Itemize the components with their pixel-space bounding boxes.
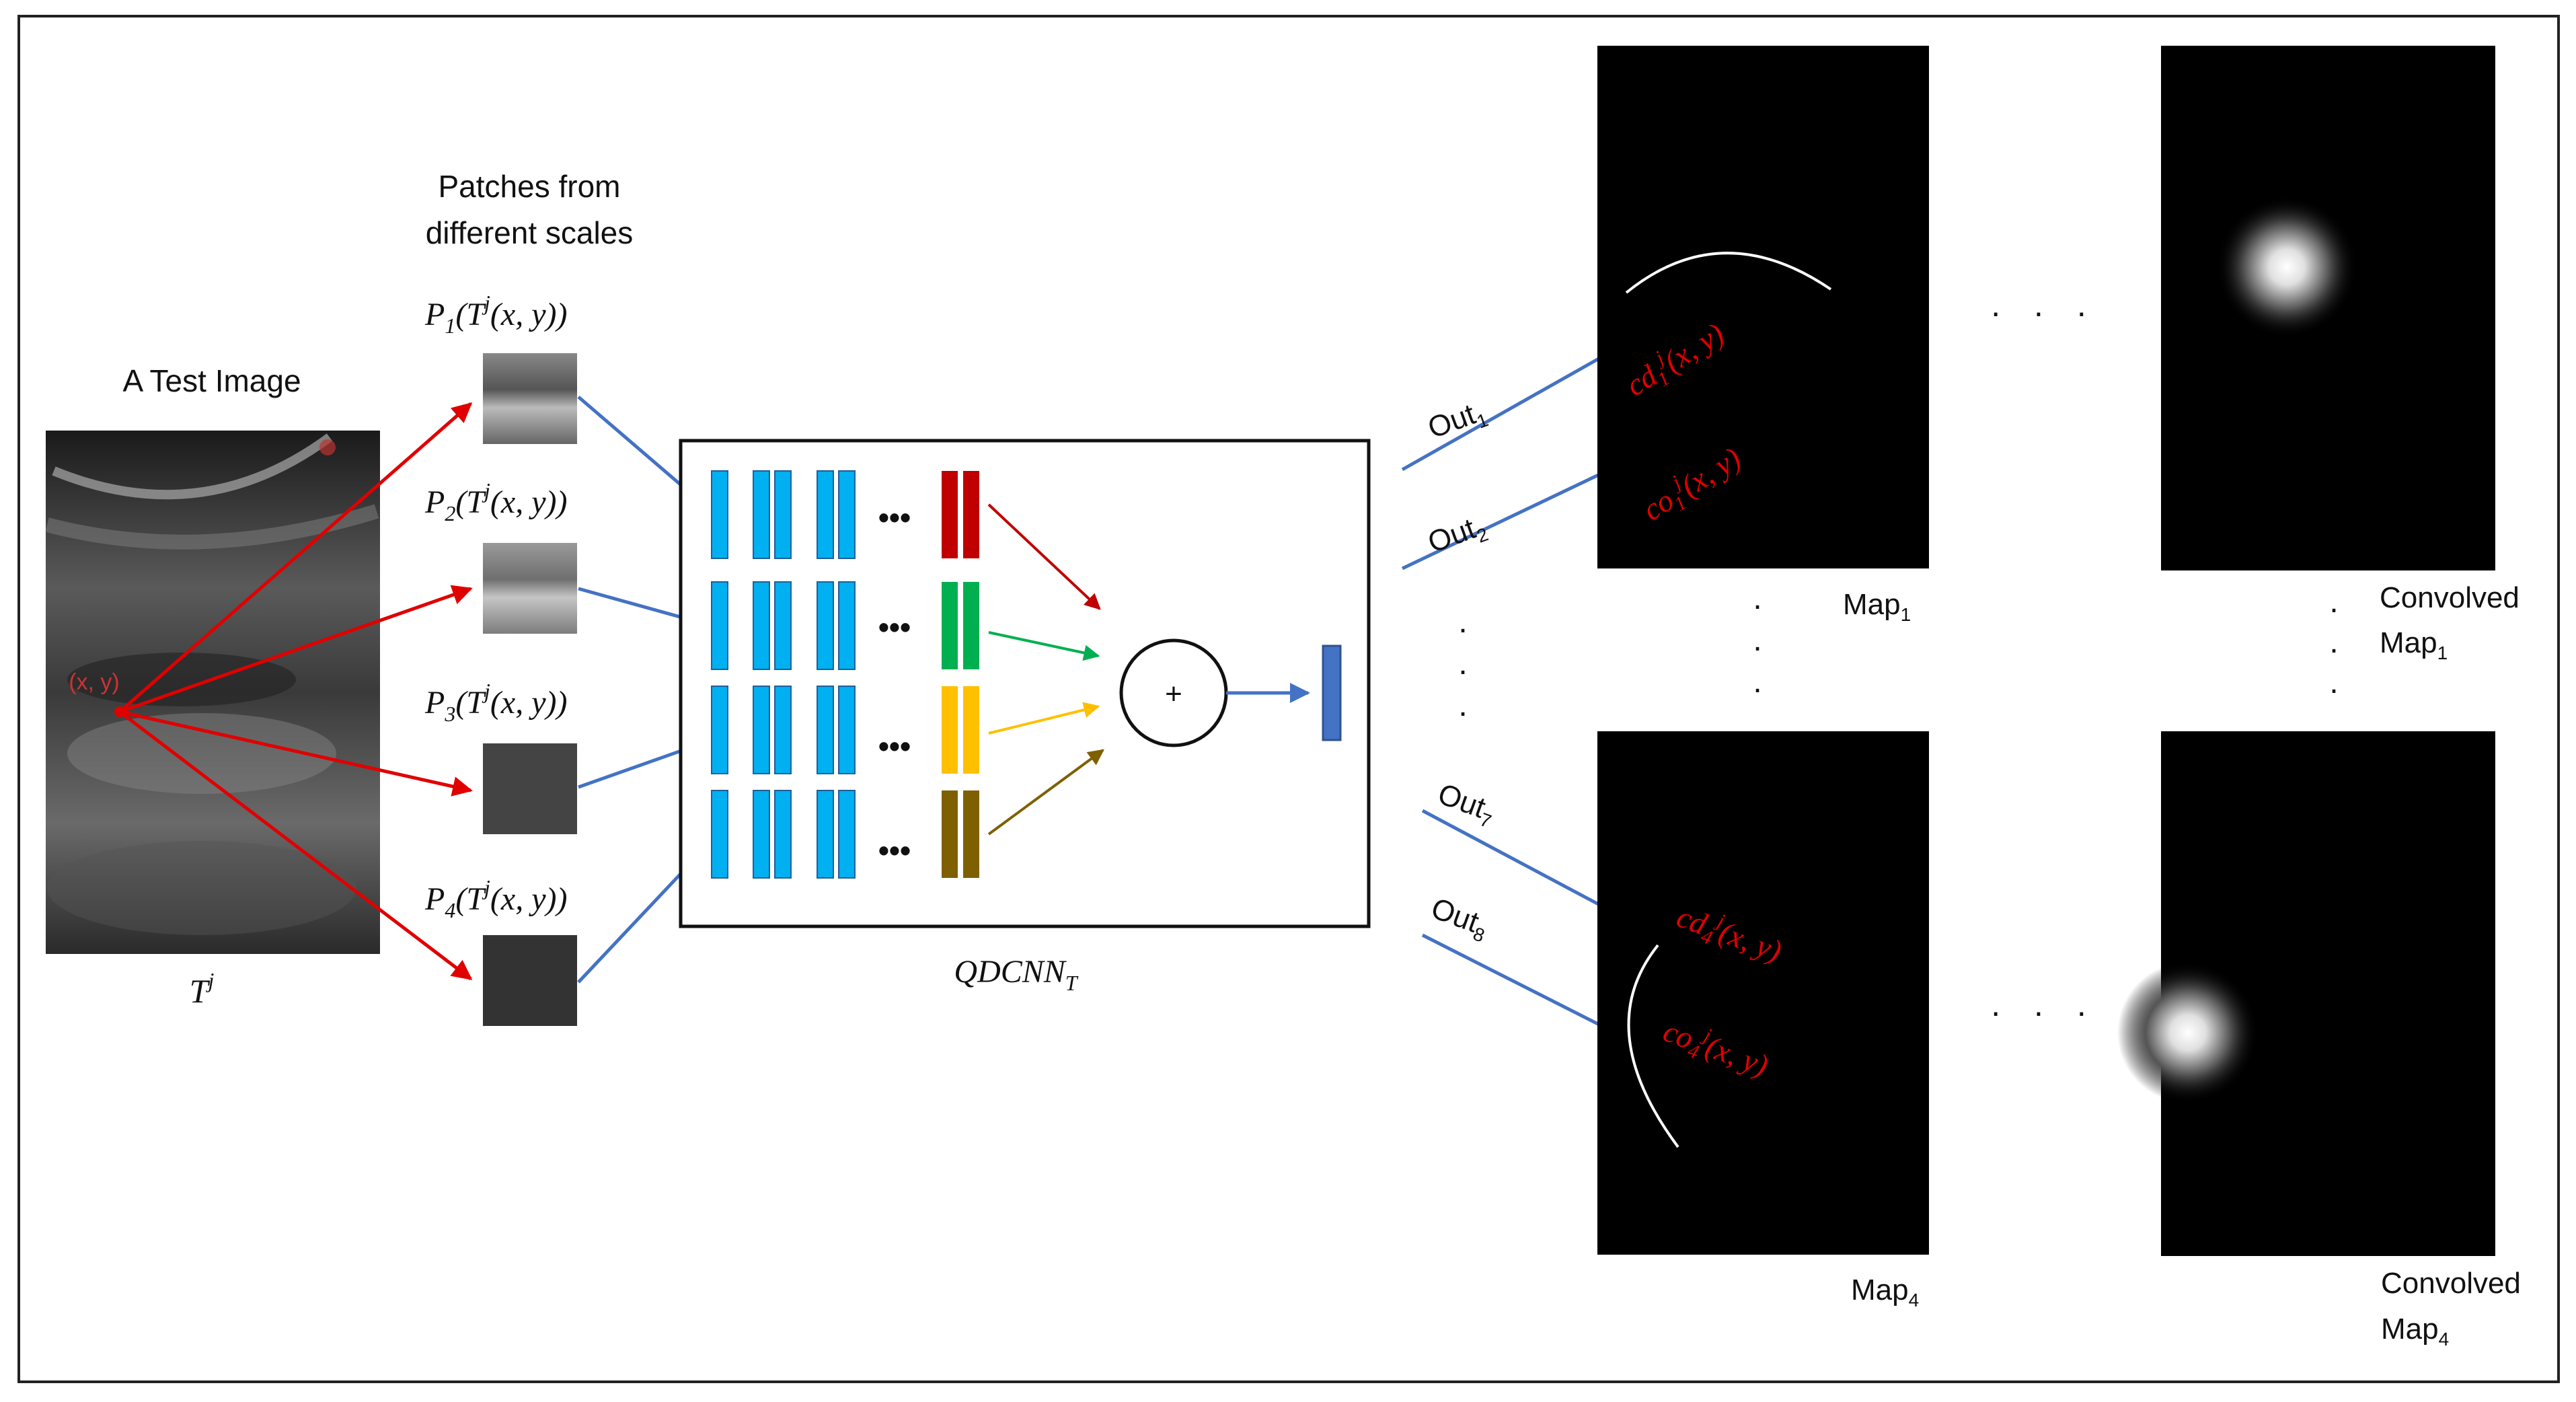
- vdots-conv-top: ...: [2329, 584, 2338, 700]
- layer-bar-row2-1: [711, 581, 728, 670]
- ellipsis-row1: •••: [878, 500, 911, 535]
- output-layer: [1322, 644, 1342, 741]
- network-layers: [711, 470, 979, 879]
- final-layer-bar-row3-2: [963, 686, 979, 774]
- final-layer-bar-row1-1: [942, 471, 958, 558]
- final-layer-bar-row1-2: [963, 471, 979, 558]
- convolved-map-4-blob: [2117, 962, 2259, 1103]
- map-4-arc: [1627, 944, 1679, 1148]
- convolved-map-1-blob: [2216, 196, 2357, 338]
- ellipsis-row2: •••: [878, 610, 911, 644]
- convolved-map-1-label-line1: Convolved: [2380, 581, 2520, 614]
- layer-bar-row3-3: [774, 686, 792, 774]
- layer-bar-row3-4: [817, 686, 834, 774]
- final-layer-bar-row4-1: [942, 790, 958, 878]
- layer-bar-row1-3: [774, 470, 792, 559]
- hdots-top: . . .: [1991, 286, 2098, 324]
- patches-title-line1: Patches from: [439, 169, 621, 204]
- final-layer-bar-row2-1: [942, 582, 958, 669]
- layer-bar-row4-5: [838, 790, 856, 879]
- hdots-bottom: . . .: [1991, 986, 2098, 1023]
- patch-label-4: P4(Tj(x, y)): [424, 875, 567, 922]
- vdots-maps: ...: [1753, 581, 1761, 700]
- patches-title-line2: different scales: [426, 215, 634, 250]
- ellipsis-row3: •••: [878, 729, 911, 764]
- out2-label: Out2: [1424, 509, 1491, 563]
- convolved-map-4-label-line1: Convolved: [2381, 1267, 2521, 1300]
- layer-bar-row3-1: [711, 686, 728, 774]
- map-1-label: Map1: [1843, 588, 1911, 625]
- convolved-map-1-label-line2: Map1: [2380, 626, 2448, 663]
- layer-bar-row2-3: [774, 581, 792, 670]
- layer-bar-row4-3: [774, 790, 792, 879]
- layer-bar-row1-4: [817, 470, 834, 559]
- test-image-title: A Test Image: [122, 363, 301, 398]
- qdcnn-box: [679, 439, 1371, 928]
- convolved-map-4-label-line2: Map4: [2381, 1313, 2449, 1350]
- patch-image-2: [483, 543, 577, 634]
- patch-image-1: [483, 353, 577, 444]
- out8-label: Out8: [1426, 891, 1493, 946]
- layer-bar-row2-4: [817, 581, 834, 670]
- final-layer-bar-row3-1: [942, 686, 958, 774]
- sum-symbol: +: [1165, 677, 1182, 710]
- layer-bar-row3-2: [753, 686, 770, 774]
- red-arrow-p4: [118, 710, 473, 980]
- vdots-out: ...: [1458, 604, 1467, 723]
- map-1-arc: [1625, 252, 1832, 294]
- out1-label: Out1: [1424, 394, 1491, 449]
- out7-label: Out7: [1433, 777, 1500, 832]
- patch-image-3: [483, 743, 577, 834]
- patch-image-4: [483, 935, 577, 1026]
- patch-label-1: P1(Tj(x, y)): [424, 291, 567, 338]
- ultrasound-test-image: (x, y): [45, 431, 380, 954]
- arrow-row3-to-sum: [988, 702, 1100, 735]
- arrow-row2-to-sum: [988, 631, 1100, 661]
- layer-bar-row4-1: [711, 790, 728, 879]
- arrow-row4-to-sum: [987, 749, 1104, 836]
- figure-border: [17, 15, 2560, 1383]
- patch-label-3: P3(Tj(x, y)): [424, 679, 567, 726]
- layer-bar-row1-5: [838, 470, 856, 559]
- patch-label-2: P2(Tj(x, y)): [424, 478, 567, 525]
- layer-bar-row1-2: [753, 470, 770, 559]
- red-arrow-p2: [119, 585, 473, 714]
- red-arrow-p1: [118, 402, 473, 713]
- ellipsis-row4: •••: [878, 833, 911, 868]
- arrow-row1-to-sum: [987, 503, 1101, 610]
- layer-bar-row4-2: [753, 790, 770, 879]
- map-4-image: [1597, 731, 1929, 1255]
- layer-bar-row2-5: [838, 581, 856, 670]
- layer-bar-row2-2: [753, 581, 770, 670]
- layer-bar-row1-1: [711, 470, 728, 559]
- point-label: (x, y): [69, 669, 120, 695]
- layer-bar-row4-4: [817, 790, 834, 879]
- final-layer-bar-row2-2: [963, 582, 979, 669]
- map-4-label: Map4: [1851, 1274, 1919, 1311]
- map-1-image: [1597, 46, 1929, 568]
- test-image-caption: Tj: [190, 968, 215, 1010]
- final-layer-bar-row4-2: [963, 790, 979, 878]
- red-arrow-p3: [119, 710, 473, 797]
- qdcnn-label: QDCNNT: [954, 954, 1078, 995]
- layer-bar-row3-5: [838, 686, 856, 774]
